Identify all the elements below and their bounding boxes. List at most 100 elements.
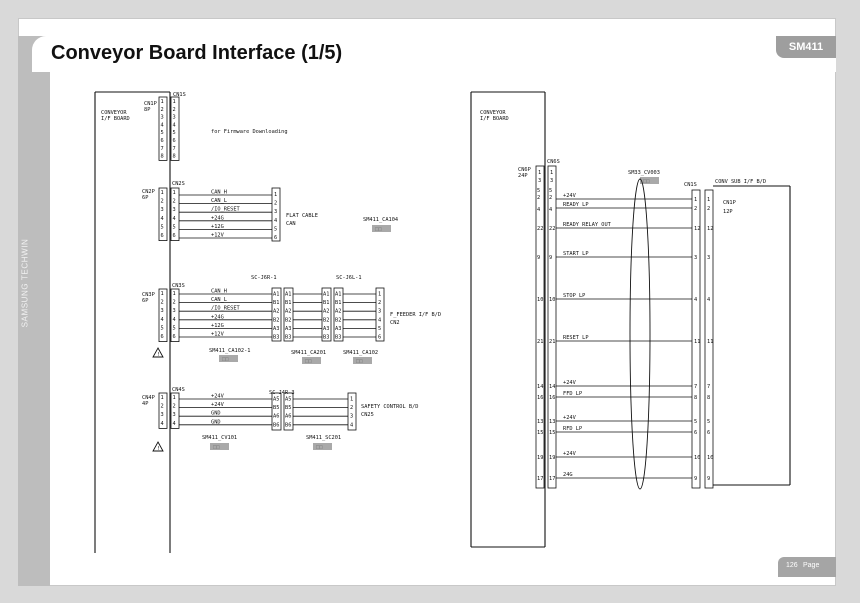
right-cable-tag: □□ — [643, 179, 650, 185]
cn3-warning-icon: ! — [152, 347, 164, 358]
cn6-pin: 21 — [537, 339, 543, 345]
target-pin: 2 — [707, 206, 710, 212]
cn1-right-pin: 1 — [173, 99, 176, 105]
cn3-j2b-pin: B3 — [335, 335, 341, 341]
cn1-housing: CN1S — [173, 92, 186, 98]
cn6-right-frame — [547, 165, 557, 489]
cn3-j2b-pin: A2 — [335, 309, 341, 315]
cn3-j2b-pin: A1 — [335, 292, 341, 298]
cn4-target-frame — [347, 392, 357, 431]
cn3-j1b-pin: B3 — [285, 335, 291, 341]
cn4-j1b-pin: B5 — [285, 405, 291, 411]
cn3-j2b-pin: A3 — [335, 326, 341, 332]
cn6-pin: 13 — [549, 419, 555, 425]
cn4-cable-tag: □□ — [316, 445, 323, 451]
cn6-pin: 21 — [549, 339, 555, 345]
cn3-j2-pin: B1 — [323, 300, 329, 306]
cn6-pin: 15 — [537, 430, 543, 436]
cn4-target-label: CN25 — [361, 412, 374, 418]
cn4-target-pin: 3 — [350, 414, 353, 420]
cn3-pin-count: 6P — [142, 298, 148, 304]
target-pin: 2 — [694, 206, 697, 212]
cn3-j1-pin: B3 — [273, 335, 279, 341]
target-pin: 6 — [694, 430, 697, 436]
cn3-j2-frame — [321, 287, 332, 342]
right-signal: RESET LP — [563, 335, 589, 341]
left-board-label: I/F BOARD — [101, 116, 130, 122]
cn2-target-pin: 5 — [274, 226, 277, 232]
cn2-pin-count: 6P — [142, 195, 148, 201]
cn3-target-pin: 1 — [378, 292, 381, 298]
cn2-signal: +12G — [211, 224, 224, 230]
cn6-pin: 16 — [537, 395, 543, 401]
target-pin: 9 — [707, 476, 710, 482]
cn3-j1-pin: B1 — [273, 300, 279, 306]
sidebar-strip — [18, 36, 50, 586]
cn3-j1b-pin: A1 — [285, 292, 291, 298]
cn2-signal: +24G — [211, 215, 224, 221]
right-signal: RFD LP — [563, 426, 582, 432]
cn4-signal: GND — [211, 419, 221, 425]
cn3-j1b-pin: B2 — [285, 317, 291, 323]
cn6-name: CN6P — [518, 167, 531, 173]
cn1-note: for Firmware Downloading — [211, 129, 288, 135]
cn3-j2b-pin: B2 — [335, 317, 341, 323]
cn6-left-frame — [535, 165, 545, 489]
cn4-target-pin: 2 — [350, 405, 353, 411]
cn2-target-pin: 3 — [274, 209, 277, 215]
cn4-cable-tag-box — [210, 443, 229, 450]
target-pin: 11 — [707, 339, 713, 345]
cn6-pin: 10 — [549, 297, 555, 303]
target-pin: 8 — [694, 395, 697, 401]
cn4-target-pin: 1 — [350, 397, 353, 403]
target-left-frame — [691, 189, 701, 489]
cn1-left-pin: 8 — [161, 154, 164, 160]
cn6-pin: 17 — [549, 476, 555, 482]
cn6-pin: 16 — [549, 395, 555, 401]
target-pin: 8 — [707, 395, 710, 401]
cn4-left-pin: 1 — [161, 395, 164, 401]
cn1-name: CN1P — [144, 101, 157, 107]
target-pin: 12 — [694, 226, 700, 232]
cn6-pin: 22 — [537, 226, 543, 232]
target-pin: 1 — [707, 197, 710, 203]
cn6-pin: 4 — [549, 207, 552, 213]
cn3-name: CN3P — [142, 292, 155, 298]
right-cable-name: SM33_CV003 — [628, 170, 660, 176]
cn2-left-pin: 1 — [161, 190, 164, 196]
cn3-warning-icon-triangle — [152, 347, 164, 358]
cn2-right-pin: 6 — [173, 233, 176, 239]
cn2-cable-tag: □□ — [375, 227, 382, 233]
cn1-right-pin: 4 — [173, 122, 176, 128]
cn2-left-pin: 4 — [161, 216, 164, 222]
cn4-cable-tag-box — [313, 443, 332, 450]
cn3-cable-tag-box — [353, 357, 372, 364]
right-signal: READY LP — [563, 202, 589, 208]
cn3-signal: +12V — [211, 332, 225, 338]
cn2-target-label: CAN — [286, 221, 296, 227]
cn3-signal: +12G — [211, 323, 224, 329]
target-pin: 7 — [694, 384, 697, 390]
cn3-right-frame — [170, 288, 180, 342]
right-signal: START LP — [563, 251, 589, 257]
cn3-right-pin: 1 — [173, 291, 176, 297]
target-pin: 10 — [694, 455, 700, 461]
cn6-pin: 19 — [537, 455, 543, 461]
cn2-right-pin: 1 — [173, 190, 176, 196]
cn4-pin-count: 4P — [142, 401, 148, 407]
cn1-left-pin: 4 — [161, 122, 164, 128]
cn3-j1-pin: B2 — [273, 317, 279, 323]
cn2-target-pin: 4 — [274, 218, 277, 224]
cn3-warning-icon-mark: ! — [157, 352, 160, 358]
right-board-label: I/F BOARD — [480, 116, 509, 122]
footer-tab — [778, 557, 836, 577]
cn3-j2-pin: B2 — [323, 317, 329, 323]
cn2-signal: CAN_H — [211, 190, 227, 196]
cn4-j1b-pin: B6 — [285, 422, 291, 428]
cn1-left-pin: 7 — [161, 146, 164, 152]
cn2-left-frame — [158, 187, 168, 241]
cn3-left-pin: 3 — [161, 308, 164, 314]
cn4-left-pin: 2 — [161, 404, 164, 410]
cn6-pin-count: 24P — [518, 173, 528, 179]
